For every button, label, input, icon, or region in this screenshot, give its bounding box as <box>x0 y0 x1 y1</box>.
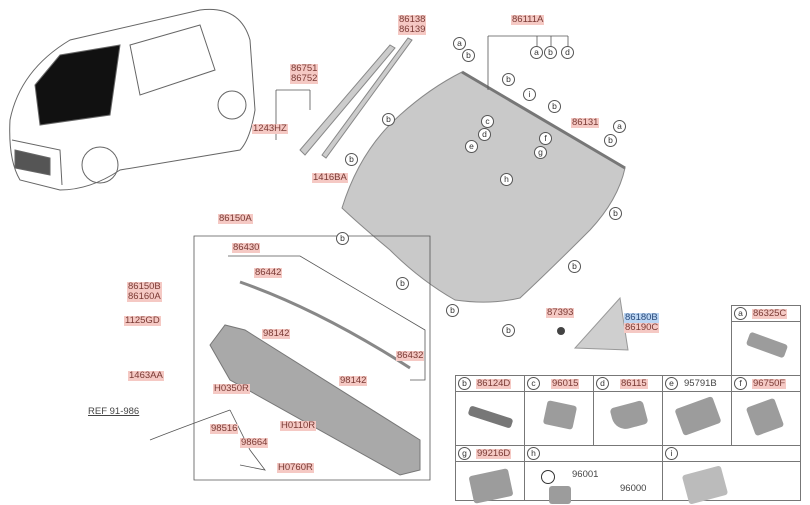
part-image <box>549 486 571 504</box>
table-cell-a[interactable]: a 86325C <box>731 305 801 376</box>
part-image <box>674 396 722 436</box>
part-label: 96015 <box>551 378 580 389</box>
leader-lines <box>149 35 569 481</box>
callout-h: h <box>527 447 540 460</box>
callout-c: c <box>527 377 540 390</box>
part-label: 95791B <box>684 378 717 389</box>
callout-b: b <box>345 153 358 166</box>
part-image <box>468 468 514 504</box>
callout-b: b <box>609 207 622 220</box>
part-label-highlighted[interactable]: 86180B <box>624 312 659 323</box>
part-label: 86139 <box>398 24 427 35</box>
part-label: H0350R <box>213 383 250 394</box>
vehicle-illustration <box>9 8 256 191</box>
part-label: 86432 <box>396 350 425 361</box>
part-image <box>745 331 789 359</box>
part-label: 86138 <box>398 14 427 25</box>
callout-e: e <box>465 140 478 153</box>
part-label: 1243HZ <box>252 123 288 134</box>
part-label: 1463AA <box>128 370 164 381</box>
cowl-panel <box>209 324 421 476</box>
callout-d: d <box>478 128 491 141</box>
windshield-glass <box>341 71 626 303</box>
callout-c: c <box>481 115 494 128</box>
callout-b: b <box>446 304 459 317</box>
callout-a: a <box>734 307 747 320</box>
molding-strips <box>299 37 413 159</box>
table-cell-e[interactable]: e 95791B <box>662 375 732 446</box>
reference-link[interactable]: REF 91-986 <box>88 406 140 417</box>
callout-a: a <box>453 37 466 50</box>
callout-e: e <box>665 377 678 390</box>
part-label: 86442 <box>254 267 283 278</box>
part-label: 98516 <box>210 423 239 434</box>
part-label: 86325C <box>752 308 788 319</box>
part-label: 99216D <box>476 448 512 459</box>
callout-b: b <box>462 49 475 62</box>
part-label: 86430 <box>232 242 261 253</box>
part-label: 98664 <box>240 437 269 448</box>
o-ring-image <box>541 470 555 484</box>
callout-g: g <box>534 146 547 159</box>
part-label: 1125GD <box>124 315 161 326</box>
callout-b: b <box>568 260 581 273</box>
part-image <box>542 400 578 430</box>
table-cell-g[interactable]: g 99216D <box>455 445 525 504</box>
callout-b: b <box>336 232 349 245</box>
part-label: 86124D <box>476 378 512 389</box>
callout-g: g <box>458 447 471 460</box>
part-label: 86752 <box>290 73 319 84</box>
callout-b: b <box>548 100 561 113</box>
callout-b: b <box>382 113 395 126</box>
callout-a: a <box>530 46 543 59</box>
callout-b: b <box>502 324 515 337</box>
part-label: 86190C <box>624 322 660 333</box>
part-label: 86111A <box>511 14 545 25</box>
part-label: 86115 <box>620 378 648 389</box>
callout-b: b <box>502 73 515 86</box>
mirror-cover <box>573 296 629 351</box>
callout-i: i <box>665 447 678 460</box>
part-image <box>745 397 785 437</box>
part-label: 1416BA <box>312 172 348 183</box>
part-label: 98142 <box>262 328 291 339</box>
part-label: 87393 <box>546 307 575 318</box>
part-image <box>609 400 649 432</box>
callout-i: i <box>523 88 536 101</box>
callout-b: b <box>604 134 617 147</box>
part-label: H0110R <box>280 420 317 431</box>
part-image <box>467 405 514 429</box>
callout-f: f <box>734 377 747 390</box>
part-label: 96750F <box>752 378 787 389</box>
part-label: 98142 <box>339 375 368 386</box>
part-label: H0760R <box>277 462 314 473</box>
callout-b: b <box>396 277 409 290</box>
callout-d: d <box>561 46 574 59</box>
part-label: 86751 <box>290 63 319 74</box>
callout-b: b <box>544 46 557 59</box>
part-label: 96000 <box>620 483 647 494</box>
table-cell-h[interactable]: h 96001 96000 <box>524 445 663 504</box>
table-cell-b[interactable]: b 86124D <box>455 375 525 446</box>
table-cell-c[interactable]: c 96015 <box>524 375 594 446</box>
table-cell-d[interactable]: d 86115 <box>593 375 663 446</box>
table-cell-i[interactable]: i <box>662 445 801 505</box>
part-image <box>681 465 729 505</box>
table-cell-f[interactable]: f 96750F <box>731 375 801 446</box>
callout-b: b <box>458 377 471 390</box>
callout-d: d <box>596 377 609 390</box>
part-label: 96001 <box>572 469 599 480</box>
part-label: 86150B <box>127 281 162 292</box>
callout-h: h <box>500 173 513 186</box>
callout-f: f <box>539 132 552 145</box>
part-label: 86160A <box>127 291 162 302</box>
callout-a: a <box>613 120 626 133</box>
part-label: 86131 <box>571 117 600 128</box>
part-label: 86150A <box>218 213 253 224</box>
